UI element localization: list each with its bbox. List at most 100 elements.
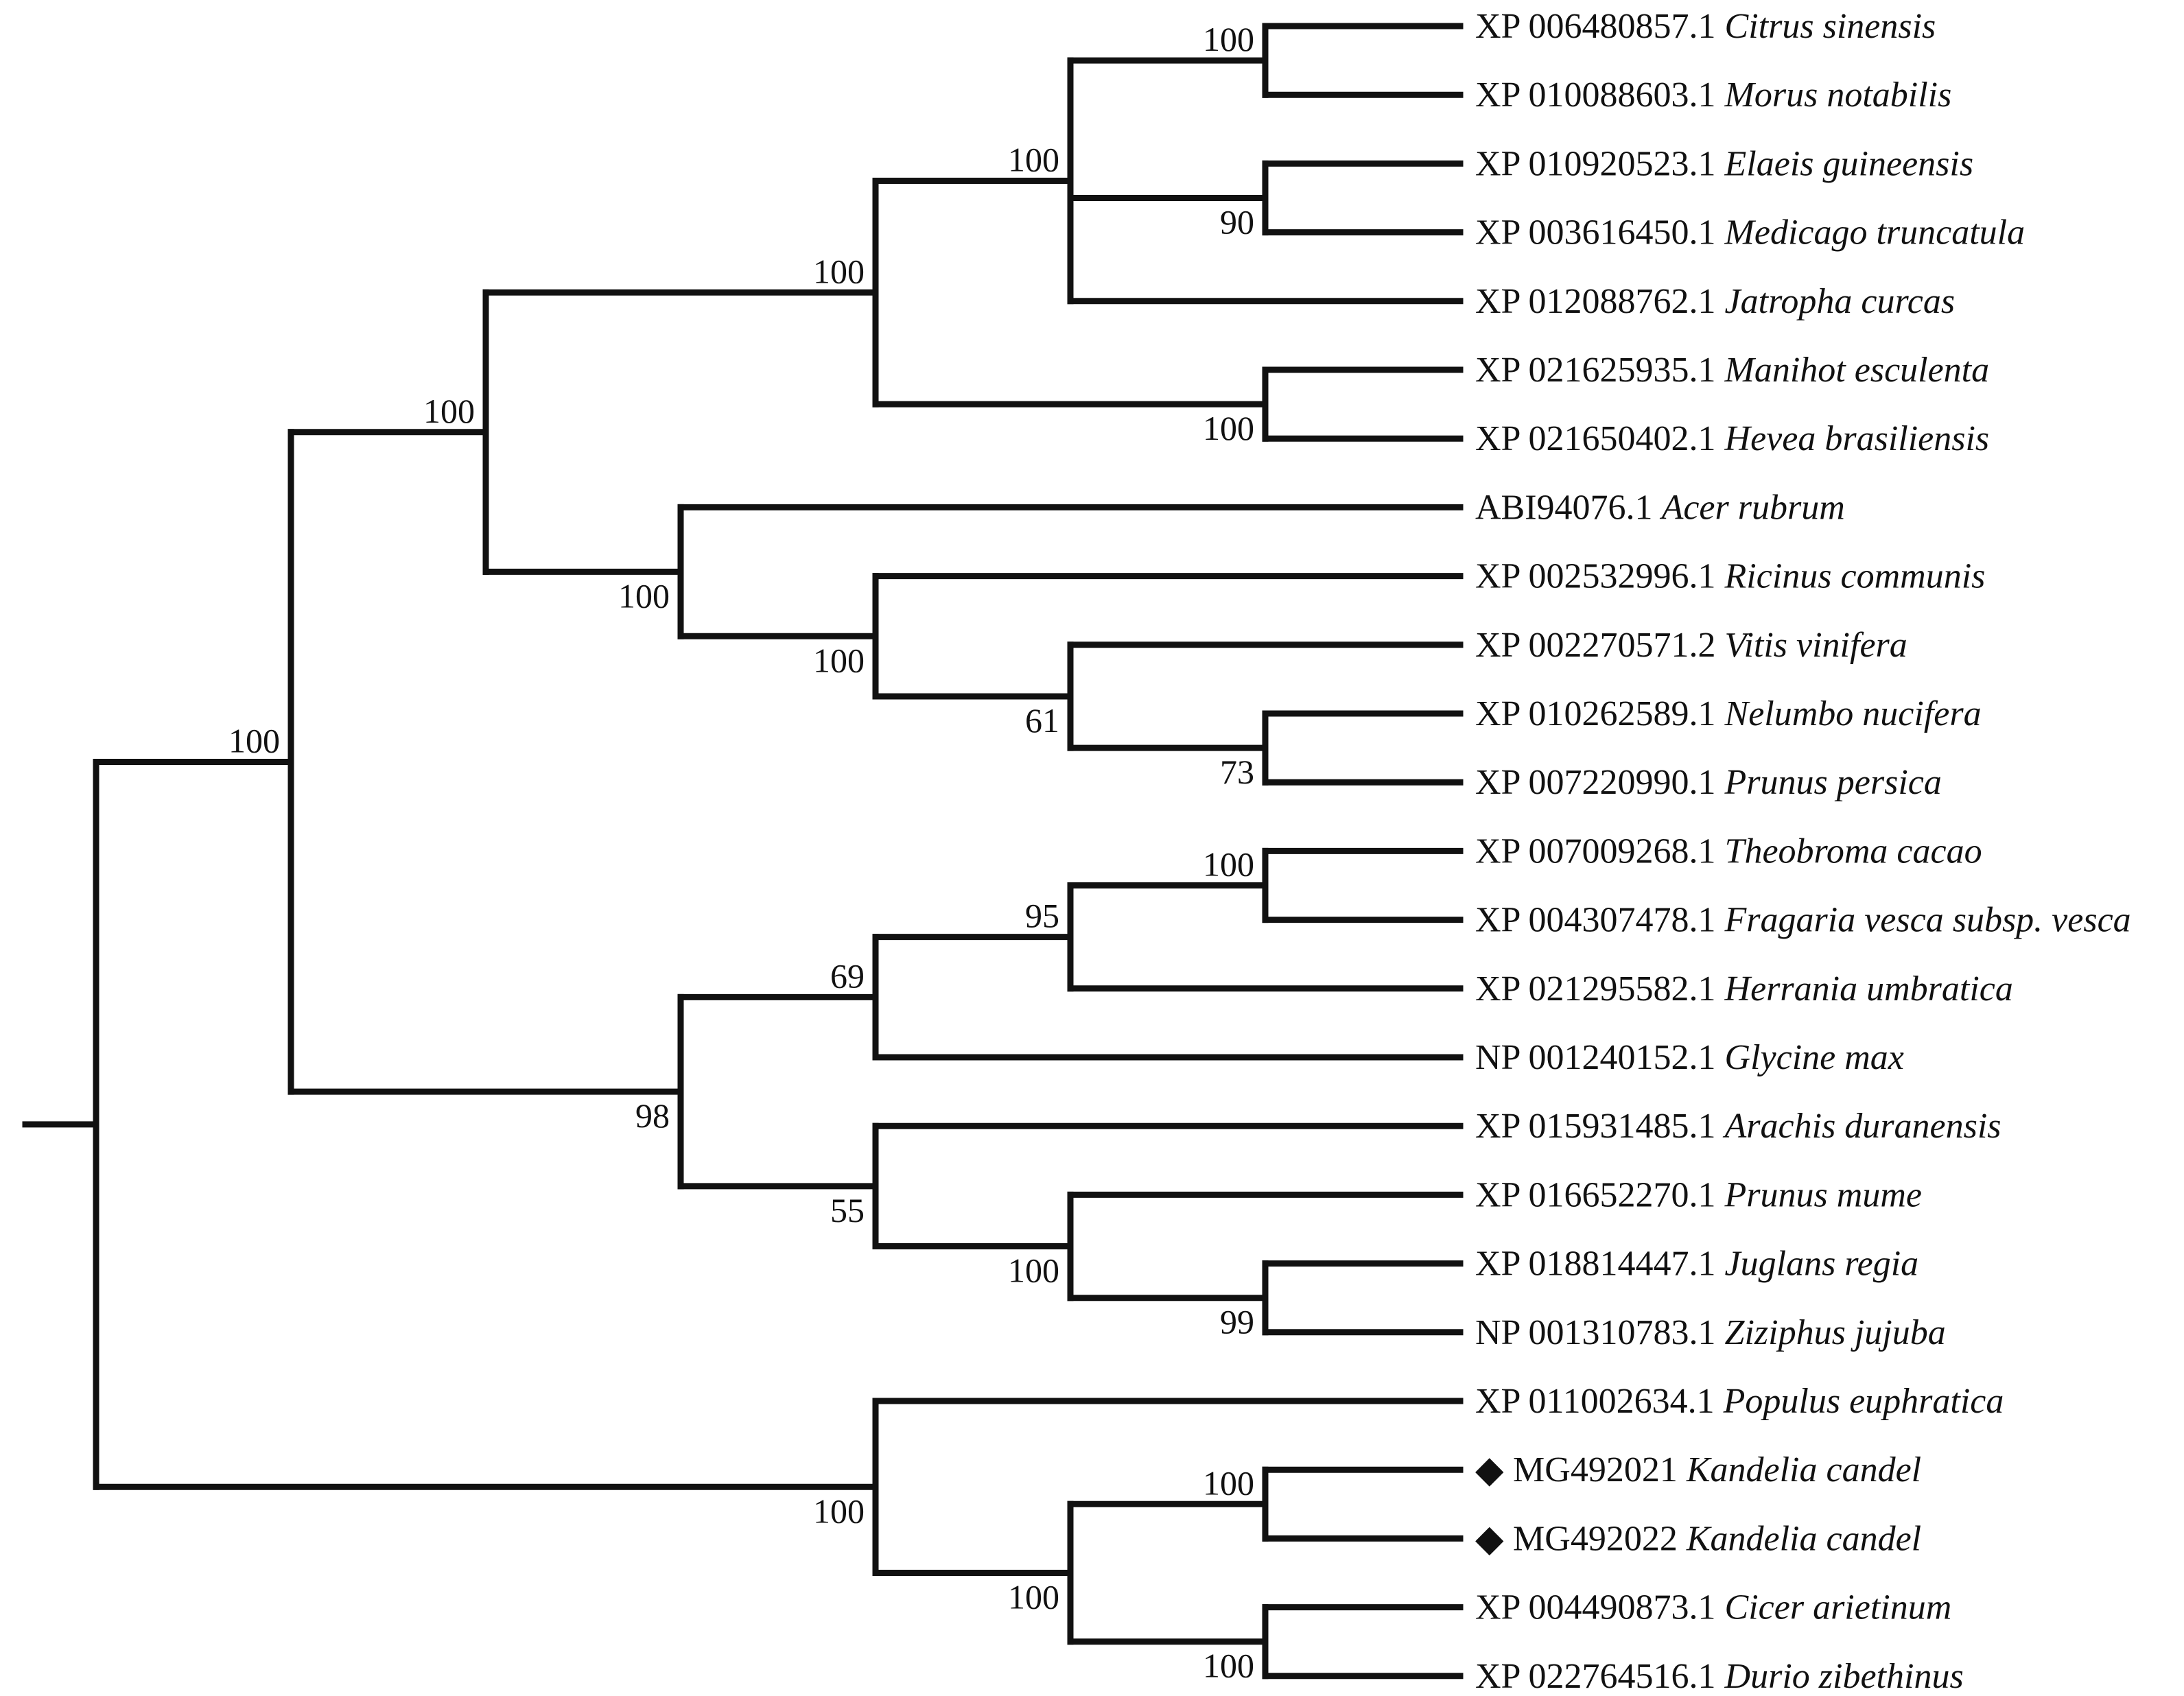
taxon-label: NP 001310783.1 Ziziphus jujuba xyxy=(1475,1312,1946,1352)
accession-text: XP 003616450.1 xyxy=(1475,213,1725,252)
bootstrap-label: 100 xyxy=(228,721,280,759)
accession-text: XP 011002634.1 xyxy=(1475,1382,1724,1421)
taxon-label: XP 002532996.1 Ricinus communis xyxy=(1475,556,1985,596)
species-text: Nelumbo nucifera xyxy=(1724,694,1982,733)
species-text: Medicago truncatula xyxy=(1724,213,2026,252)
species-text: Populus euphratica xyxy=(1723,1382,2004,1421)
taxon-label: ABI94076.1 Acer rubrum xyxy=(1475,488,1845,527)
accession-text: XP 021295582.1 xyxy=(1475,969,1725,1008)
species-text: Prunus mume xyxy=(1724,1175,1922,1214)
bootstrap-label: 100 xyxy=(1203,20,1254,58)
accession-text: XP 004307478.1 xyxy=(1475,900,1725,939)
bootstrap-label: 99 xyxy=(1220,1303,1254,1341)
accession-text: XP 016652270.1 xyxy=(1475,1175,1725,1214)
accession-text: NP 001310783.1 xyxy=(1475,1312,1725,1352)
bootstrap-label: 100 xyxy=(618,576,670,615)
accession-text: MG492022 xyxy=(1513,1519,1687,1558)
taxon-label: XP 022764516.1 Durio zibethinus xyxy=(1475,1656,1964,1693)
accession-text: XP 007220990.1 xyxy=(1475,763,1725,802)
taxon-label: XP 021295582.1 Herrania umbratica xyxy=(1475,969,2013,1008)
taxon-label: XP 011002634.1 Populus euphratica xyxy=(1475,1382,2004,1421)
bootstrap-label: 100 xyxy=(423,392,475,430)
accession-text: MG492021 xyxy=(1513,1450,1687,1489)
bootstrap-label: 100 xyxy=(1008,1578,1059,1616)
species-text: Citrus sinensis xyxy=(1725,7,1936,46)
diamond-icon: ◆ xyxy=(1475,1449,1513,1490)
species-text: Manihot esculenta xyxy=(1724,351,1990,390)
species-text: Durio zibethinus xyxy=(1724,1656,1964,1693)
taxon-label: NP 001240152.1 Glycine max xyxy=(1475,1038,1904,1077)
species-text: Fragaria vesca subsp. vesca xyxy=(1724,900,2131,939)
accession-text: ABI94076.1 xyxy=(1475,488,1662,527)
accession-text: XP 010920523.1 xyxy=(1475,144,1725,183)
taxon-label: XP 010088603.1 Morus notabilis xyxy=(1475,75,1951,115)
taxon-label: XP 018814447.1 Juglans regia xyxy=(1475,1244,1918,1283)
taxon-label: XP 010262589.1 Nelumbo nucifera xyxy=(1475,694,1982,733)
accession-text: XP 010262589.1 xyxy=(1475,694,1725,733)
bootstrap-label: 100 xyxy=(1008,140,1059,178)
species-text: Glycine max xyxy=(1725,1038,1904,1077)
taxon-label: XP 016652270.1 Prunus mume xyxy=(1475,1175,1922,1214)
bootstrap-label: 61 xyxy=(1025,701,1059,740)
species-text: Cicer arietinum xyxy=(1725,1588,1952,1627)
accession-text: XP 021625935.1 xyxy=(1475,351,1725,390)
taxon-label: XP 012088762.1 Jatropha curcas xyxy=(1475,281,1955,320)
species-text: Jatropha curcas xyxy=(1725,281,1956,320)
bootstrap-label: 55 xyxy=(830,1191,865,1229)
taxon-label: XP 007009268.1 Theobroma cacao xyxy=(1475,832,1982,871)
taxon-label: XP 004307478.1 Fragaria vesca subsp. ves… xyxy=(1475,900,2131,939)
accession-text: XP 010088603.1 xyxy=(1475,75,1725,115)
bootstrap-label: 90 xyxy=(1220,203,1254,242)
accession-text: XP 022764516.1 xyxy=(1475,1656,1725,1693)
bootstrap-label: 69 xyxy=(830,956,865,995)
diamond-icon: ◆ xyxy=(1475,1518,1513,1559)
species-text: Kandelia candel xyxy=(1686,1519,1921,1558)
accession-text: XP 002532996.1 xyxy=(1475,556,1725,596)
species-text: Ricinus communis xyxy=(1724,556,1986,596)
species-text: Prunus persica xyxy=(1724,763,1942,802)
taxon-label: XP 006480857.1 Citrus sinensis xyxy=(1475,7,1936,46)
taxon-label: XP 010920523.1 Elaeis guineensis xyxy=(1475,144,1973,183)
accession-text: NP 001240152.1 xyxy=(1475,1038,1725,1077)
bootstrap-label: 100 xyxy=(1203,845,1254,884)
taxon-label: XP 021625935.1 Manihot esculenta xyxy=(1475,351,1989,390)
accession-text: XP 007009268.1 xyxy=(1475,832,1725,871)
bootstrap-label: 95 xyxy=(1025,897,1059,935)
accession-text: XP 002270571.2 xyxy=(1475,625,1725,664)
species-text: Theobroma cacao xyxy=(1725,832,1982,871)
species-text: Kandelia candel xyxy=(1686,1450,1921,1489)
accession-text: XP 012088762.1 xyxy=(1475,281,1725,320)
species-text: Ziziphus jujuba xyxy=(1725,1312,1946,1352)
species-text: Elaeis guineensis xyxy=(1724,144,1974,183)
taxon-label: XP 015931485.1 Arachis duranensis xyxy=(1475,1107,2001,1146)
bootstrap-label: 100 xyxy=(813,252,865,290)
species-text: Acer rubrum xyxy=(1660,488,1845,527)
taxon-label: XP 004490873.1 Cicer arietinum xyxy=(1475,1588,1951,1627)
bootstrap-label: 100 xyxy=(1203,1647,1254,1685)
taxon-label: ◆ MG492021 Kandelia candel xyxy=(1475,1449,1921,1490)
bootstrap-label: 100 xyxy=(813,1492,865,1530)
species-text: Morus notabilis xyxy=(1724,75,1952,115)
species-text: Arachis duranensis xyxy=(1723,1107,2001,1146)
taxon-label: XP 002270571.2 Vitis vinifera xyxy=(1475,625,1907,664)
accession-text: XP 021650402.1 xyxy=(1475,419,1725,458)
bootstrap-label: 100 xyxy=(1203,409,1254,447)
accession-text: XP 004490873.1 xyxy=(1475,1588,1725,1627)
taxon-label: ◆ MG492022 Kandelia candel xyxy=(1475,1518,1921,1559)
species-text: Vitis vinifera xyxy=(1725,625,1907,664)
taxon-label: XP 007220990.1 Prunus persica xyxy=(1475,763,1942,802)
accession-text: XP 015931485.1 xyxy=(1475,1107,1725,1146)
bootstrap-label: 100 xyxy=(813,641,865,679)
species-text: Herrania umbratica xyxy=(1724,969,2013,1008)
accession-text: XP 018814447.1 xyxy=(1475,1244,1725,1283)
taxon-label: XP 003616450.1 Medicago truncatula xyxy=(1475,213,2025,252)
taxon-label: XP 021650402.1 Hevea brasiliensis xyxy=(1475,419,1989,458)
bootstrap-label: 100 xyxy=(1203,1463,1254,1502)
bootstrap-label: 73 xyxy=(1220,753,1254,791)
accession-text: XP 006480857.1 xyxy=(1475,7,1725,46)
species-text: Juglans regia xyxy=(1725,1244,1919,1283)
bootstrap-label: 98 xyxy=(635,1096,670,1135)
bootstrap-label: 100 xyxy=(1008,1251,1059,1290)
